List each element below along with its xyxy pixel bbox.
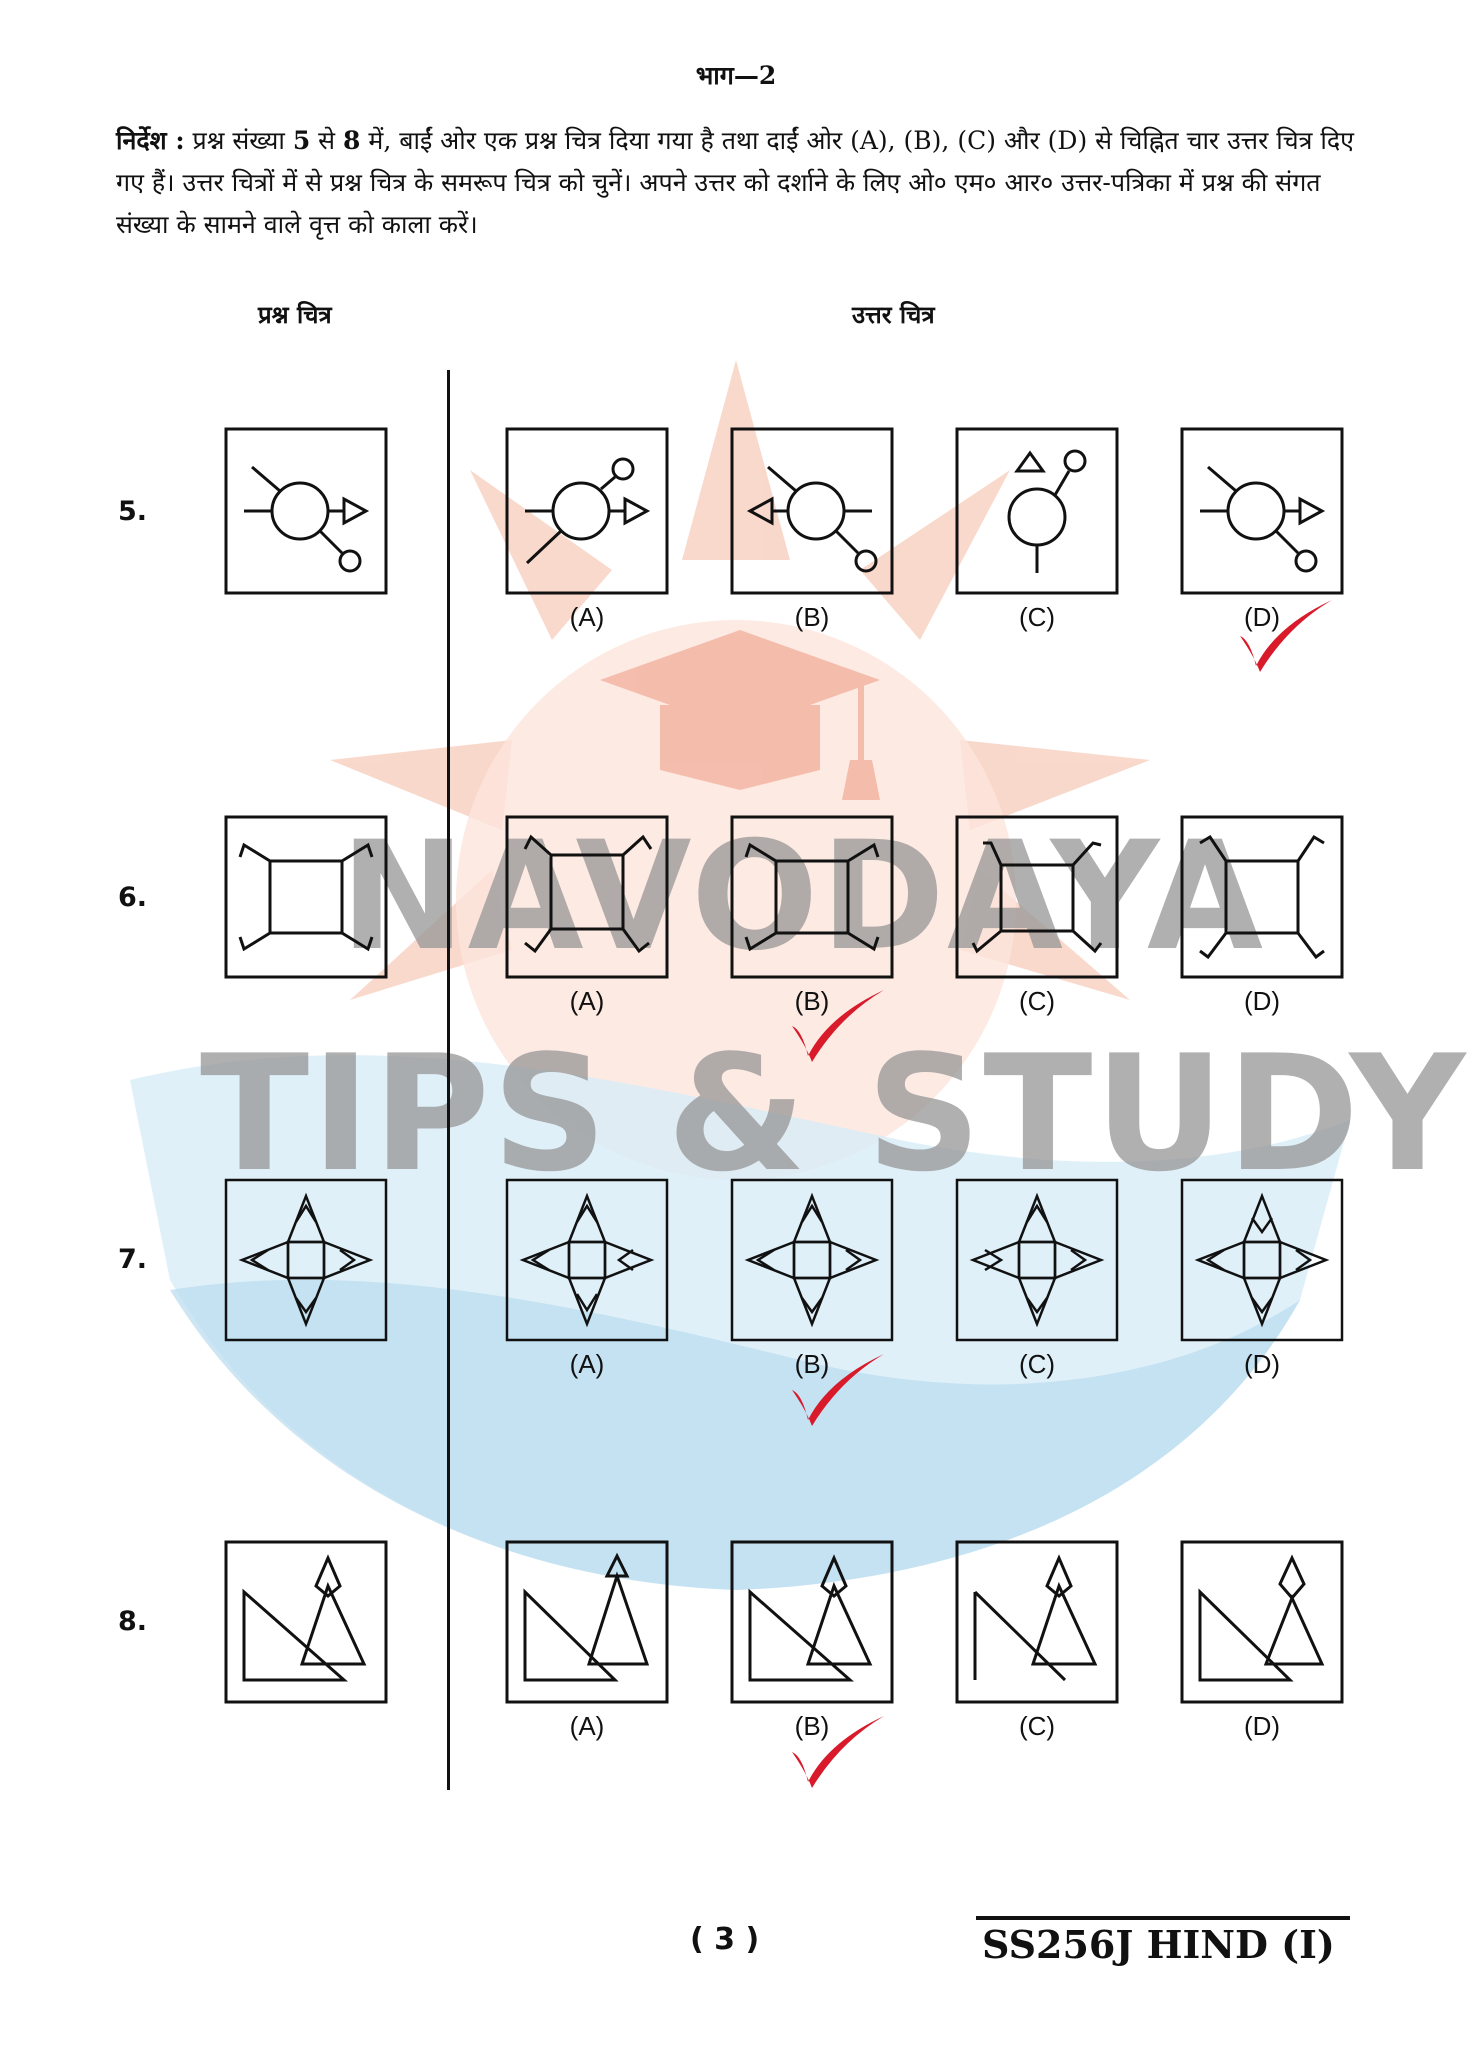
q7-option-b-figure[interactable]	[730, 1178, 894, 1342]
q6-option-d-figure[interactable]	[1180, 815, 1344, 979]
instructions-text-1: प्रश्न संख्या	[184, 126, 293, 155]
instructions: निर्देश : प्रश्न संख्या 5 से 8 में, बाईं…	[116, 120, 1356, 246]
q6-answer-tick-icon	[792, 990, 884, 1062]
answer-figure-heading: उत्तर चित्र	[852, 300, 935, 329]
instructions-num-2: 8	[343, 126, 361, 155]
instructions-num-1: 5	[292, 126, 311, 155]
q7-option-a-figure[interactable]	[505, 1178, 669, 1342]
q5-option-a-figure[interactable]	[505, 427, 669, 595]
q8-question-figure	[224, 1540, 388, 1704]
q7-option-d-figure[interactable]	[1180, 1178, 1344, 1342]
q8-option-d-label: (D)	[1243, 1711, 1281, 1741]
paper-code: SS256J HIND (I)	[982, 1922, 1335, 1967]
q7-option-d-label: (D)	[1243, 1349, 1281, 1379]
q7-option-c-figure[interactable]	[955, 1178, 1119, 1342]
paper-code-rule	[976, 1916, 1350, 1920]
q5-question-figure	[224, 427, 388, 595]
q8-option-c-label: (C)	[1018, 1711, 1056, 1741]
q5-option-c-figure[interactable]	[955, 427, 1119, 595]
question-number-7: 7.	[118, 1244, 148, 1275]
section-title: भाग—2	[695, 61, 777, 90]
q7-option-c-label: (C)	[1018, 1349, 1056, 1379]
q6-option-a-figure[interactable]	[505, 815, 669, 979]
q5-option-c-label: (C)	[1018, 602, 1056, 632]
q6-option-a-label: (A)	[569, 986, 605, 1016]
q6-option-c-label: (C)	[1018, 986, 1056, 1016]
q5-option-b-label: (B)	[794, 602, 830, 632]
q8-option-c-figure[interactable]	[955, 1540, 1119, 1704]
page-number: ( 3 )	[690, 1922, 760, 1957]
q8-answer-tick-icon	[792, 1716, 884, 1788]
q7-option-a-label: (A)	[569, 1349, 605, 1379]
column-divider	[447, 370, 450, 1790]
q7-option-b-label: (B)	[794, 1349, 830, 1379]
question-figure-heading: प्रश्न चित्र	[258, 300, 332, 329]
q8-option-b-label: (B)	[794, 1711, 830, 1741]
question-number-5: 5.	[118, 496, 148, 527]
q7-answer-tick-icon	[792, 1354, 884, 1426]
instructions-text-2: से	[310, 126, 344, 155]
q6-question-figure	[224, 815, 388, 979]
q8-option-d-figure[interactable]	[1180, 1540, 1344, 1704]
q6-option-d-label: (D)	[1243, 986, 1281, 1016]
q8-option-b-figure[interactable]	[730, 1540, 894, 1704]
q8-option-a-label: (A)	[569, 1711, 605, 1741]
q5-option-b-figure[interactable]	[730, 427, 894, 595]
question-number-6: 6.	[118, 882, 148, 913]
q6-option-b-label: (B)	[794, 986, 830, 1016]
instructions-text-3: में, बाईं ओर एक प्रश्न चित्र दिया गया है…	[116, 126, 1354, 239]
instructions-label: निर्देश :	[116, 126, 185, 155]
q8-option-a-figure[interactable]	[505, 1540, 669, 1704]
q5-option-a-label: (A)	[569, 602, 605, 632]
q6-option-b-figure[interactable]	[730, 815, 894, 979]
q5-answer-tick-icon	[1240, 600, 1332, 672]
q7-question-figure	[224, 1178, 388, 1342]
q5-option-d-label: (D)	[1243, 602, 1281, 632]
question-number-8: 8.	[118, 1606, 148, 1637]
q5-option-d-figure[interactable]	[1180, 427, 1344, 595]
q6-option-c-figure[interactable]	[955, 815, 1119, 979]
